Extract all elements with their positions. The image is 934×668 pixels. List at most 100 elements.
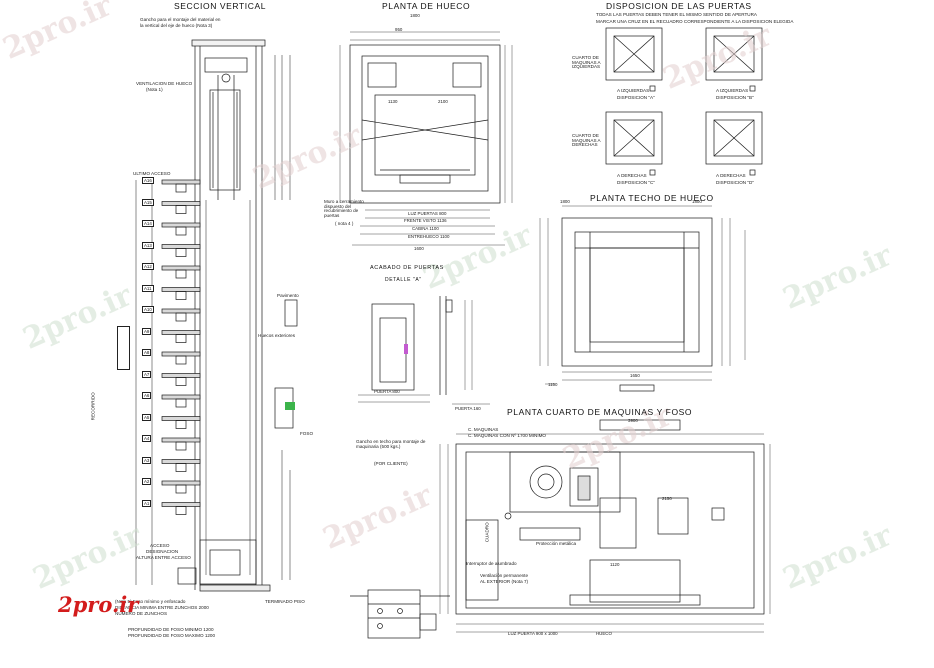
disposition-checkbox: [649, 85, 656, 92]
title-door-finish: ACABADO DE PUERTAS: [370, 265, 444, 271]
floor-beam: [175, 420, 187, 429]
label-pit-depth-min: PROFUNDIDAD DE FOSO MINIMO 1200: [128, 627, 214, 632]
floor-slab: [161, 437, 201, 443]
dim-between: ENTREHUECO 1100: [408, 234, 450, 239]
floor-beam: [175, 484, 187, 494]
label-outer-openings: Huecos exteriores: [258, 333, 296, 338]
label-metal-protection: Protección metálica: [536, 541, 577, 546]
floor-beam: [175, 226, 187, 236]
dim-1600-shaft: 1600: [414, 246, 424, 251]
label-note-4: ( nota 4 ): [335, 221, 354, 226]
floor-tag: A1: [142, 499, 152, 507]
floor-slab: [161, 394, 201, 400]
floor-tag: A2: [142, 478, 152, 485]
dim-front-view: FRENTE VISTO 1136: [404, 218, 447, 223]
floor-beam: [175, 291, 187, 300]
label-disp-d: DISPOSICION "D": [716, 180, 754, 185]
label-ceiling-hook: Gancho en techo para montaje de maquinar…: [356, 439, 426, 449]
door-dispositions: [605, 27, 763, 176]
label-room-left: CUARTO DE MAQUINAS A IZQUIERDAS: [572, 55, 601, 70]
floor-beam: [175, 334, 187, 343]
disposition-thumbnail: [605, 111, 663, 176]
dim-2100: 2100: [438, 99, 448, 104]
label-height-between: ALTURA ENTRE ACCESO: [136, 555, 191, 560]
disposition-checkbox: [749, 85, 756, 92]
floor-tag: A14: [142, 220, 154, 227]
label-travel: RECORRIDO: [90, 392, 96, 421]
label-ventilation-perm: Ventilación permanente: [480, 573, 529, 578]
label-wall: Muro a cerramiento dispuesto del recubri…: [324, 199, 364, 218]
label-light-switch: Interruptor de alumbrado: [466, 561, 517, 566]
title-roof-plan: PLANTA TECHO DE HUECO: [590, 193, 714, 203]
label-by-client: (POR CLIENTE): [374, 461, 408, 466]
title-detail-a: DETALLE "A": [385, 277, 422, 283]
floor-slab: [161, 373, 201, 378]
label-finished-floor: TERMINADO PISO: [265, 599, 305, 604]
title-shaft-plan: PLANTA DE HUECO: [382, 1, 471, 11]
vertical-section: [135, 39, 298, 592]
label-hook: Gancho para el montaje del material en: [140, 17, 221, 22]
label-room-right: CUARTO DE MAQUINAS A DERECHAS: [572, 133, 601, 148]
floor-beam: [175, 441, 187, 451]
floor-beam: [175, 463, 187, 472]
label-note-1: (Nota 1): [146, 87, 163, 92]
floor-beam: [175, 183, 187, 193]
floor-beam: [175, 312, 187, 322]
dim-mr-3900: 3900: [628, 418, 638, 423]
disposition-thumbnail: [705, 111, 763, 176]
floor-tag: A8: [142, 349, 152, 356]
floor-slab: [161, 244, 201, 249]
floor-beam: [175, 506, 187, 515]
label-last-access: ULTIMO ACCESO: [133, 171, 171, 176]
label-pit-note: (Nota 5) Foso mínimo y enfoscado: [115, 599, 186, 604]
floor-tag: A7: [142, 370, 152, 378]
shaft-plan: [339, 31, 513, 246]
dim-machine-door: LUZ PUERTA 900 x 1000: [508, 631, 558, 636]
disposition-thumbnail: [705, 27, 763, 92]
floor-slab: [161, 502, 201, 507]
floor-beam: [175, 355, 187, 365]
label-left-a: A IZQUIERDAS: [617, 88, 650, 93]
floor-tag: A12: [142, 263, 154, 270]
floor-tag: A11: [142, 284, 154, 292]
title-vertical-section: SECCION VERTICAL: [174, 1, 267, 11]
dim-roof-1650: 1650: [630, 373, 640, 378]
dim-door-800: PUERTA 800: [374, 389, 400, 394]
floor-slab: [161, 179, 201, 185]
floor-tag: A3: [142, 456, 152, 464]
label-all-doors: TODAS LAS PUERTAS DEBEN TENER EL MISMO S…: [596, 12, 757, 17]
label-access: ACCESO: [150, 543, 170, 548]
label-designation: DESIGNACION: [146, 549, 179, 554]
floor-slab: [161, 480, 201, 486]
disposition-thumbnail: [605, 27, 663, 92]
dim-1130: 1130: [388, 99, 398, 104]
floor-beam: [175, 377, 187, 386]
floor-slab: [161, 287, 201, 292]
floor-tag: A9: [142, 327, 152, 335]
floor-beam: [175, 398, 187, 408]
dim-roof-1800: 1800: [560, 199, 570, 204]
dim-mr-2150: 2150: [662, 496, 672, 501]
label-left-b: A IZQUIERDAS: [716, 88, 749, 93]
label-disp-c: DISPOSICION "C": [617, 180, 655, 185]
electrical-diagram: [350, 589, 450, 639]
dim-door-light: LUZ PUERTAS 800: [408, 211, 447, 216]
disposition-checkbox: [649, 169, 656, 176]
label-pit: FOSO: [300, 431, 314, 436]
title-machine-room: PLANTA CUARTO DE MAQUINAS Y FOSO: [507, 407, 693, 417]
label-panel: CUADRO: [484, 522, 490, 543]
floor-slabs: [161, 179, 201, 515]
label-machine-room-a: C. MAQUINAS: [468, 427, 499, 432]
floor-slab: [161, 201, 201, 206]
label-disp-a: DISPOSICION "A": [617, 95, 655, 100]
label-mark-cross: MARCAR UNA CRUZ EN EL RECUADRO CORRESPON…: [596, 19, 794, 24]
door-finish-detail: [358, 296, 490, 405]
label-right-d: A DERECHAS: [716, 173, 746, 178]
dimension-box: [117, 326, 130, 370]
roof-plan: [539, 205, 746, 392]
label-ventilation: VENTILACION DE HUECO: [136, 81, 193, 86]
label-pavement: Pavimento: [277, 293, 299, 298]
floor-tag: A10: [142, 306, 154, 313]
